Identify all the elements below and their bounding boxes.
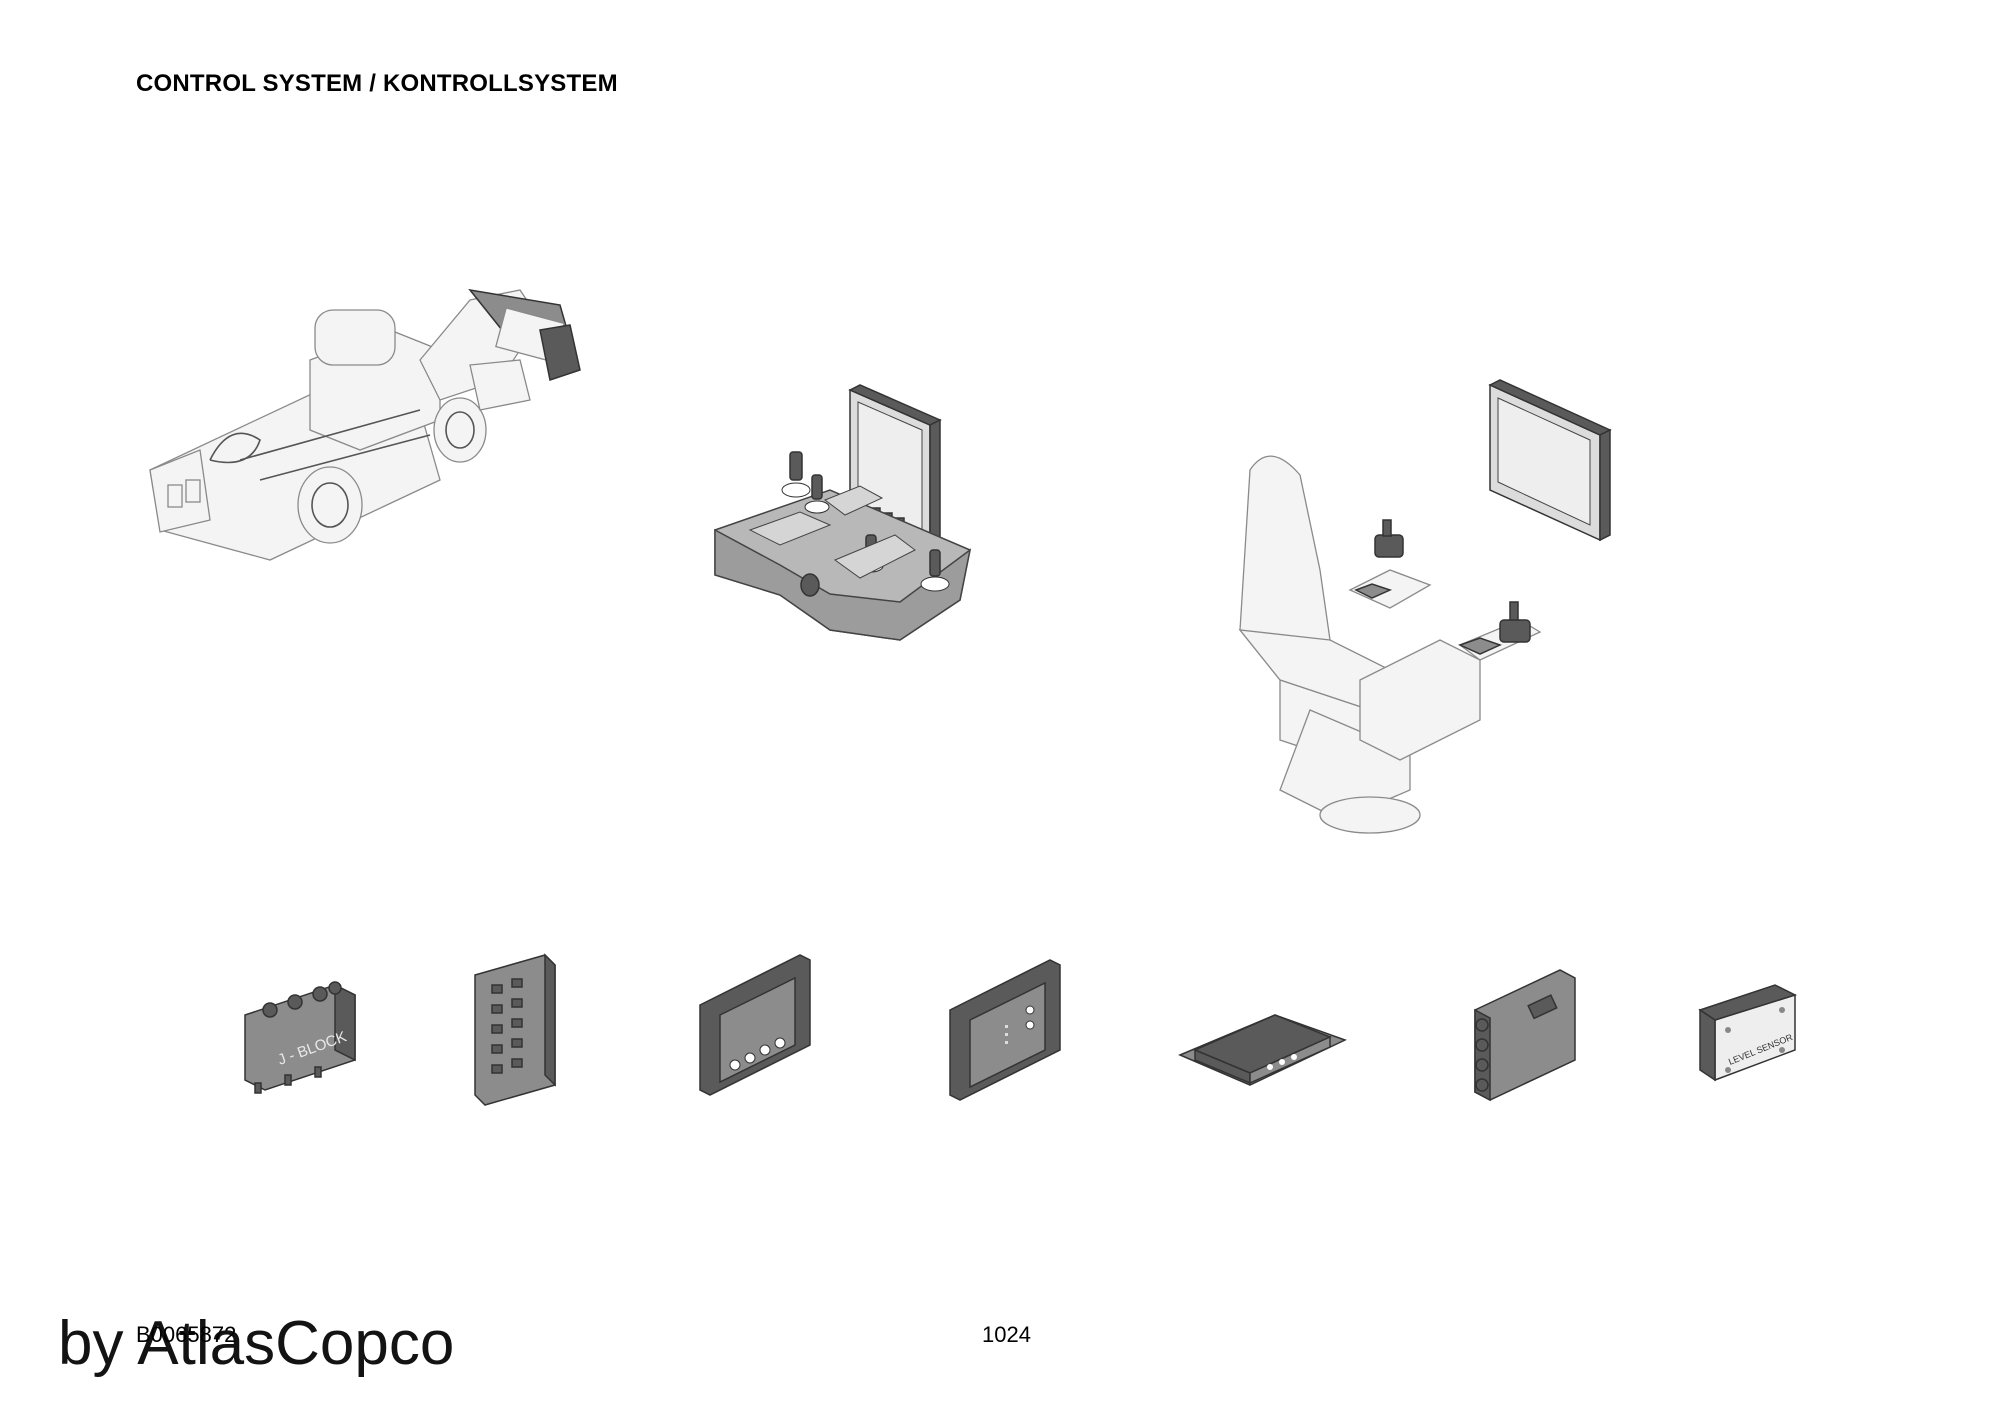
level-sensor-box: LEVEL SENSOR — [1698, 984, 1797, 1082]
io-module-1 — [699, 954, 811, 1096]
connector-module — [474, 953, 556, 1106]
io-module-2 — [949, 959, 1061, 1101]
document-number: B0065872 — [136, 1322, 237, 1347]
page-title: CONTROL SYSTEM / KONTROLLSYSTEM — [136, 70, 618, 97]
watermark: by AtlasCopco — [58, 1309, 455, 1378]
drill-rig-illustration — [149, 288, 581, 561]
flat-module — [1178, 1014, 1347, 1086]
operator-seat-illustration — [1238, 379, 1612, 834]
signal-module — [1474, 969, 1576, 1102]
j-block-module: J - BLOCK — [244, 981, 356, 1094]
page-number: 1024 — [982, 1322, 1031, 1347]
control-console-illustration — [714, 384, 972, 641]
